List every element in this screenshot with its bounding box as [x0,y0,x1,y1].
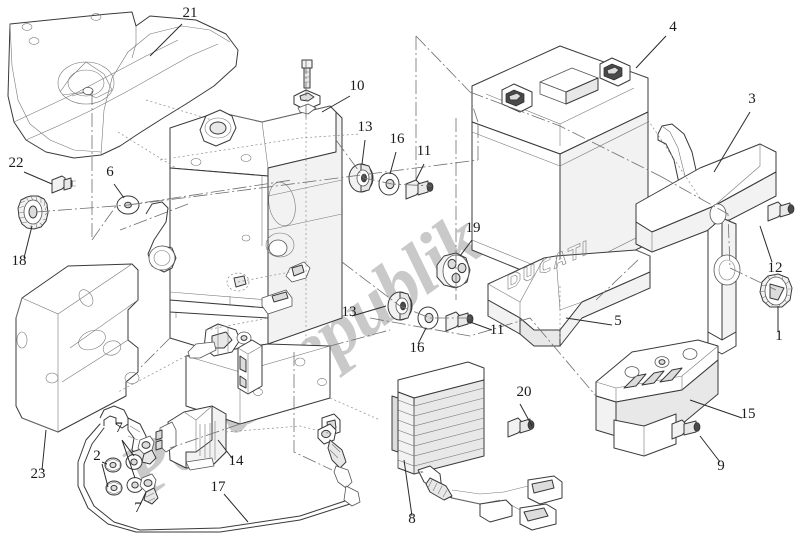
callout-screw-7[interactable]: 7 [134,500,142,516]
callout-rear-mudguard-21[interactable]: 21 [183,5,198,21]
callout-rubber-grommet-12[interactable]: 12 [768,260,783,276]
callout-ignition-coil-14[interactable]: 14 [229,453,245,469]
part-heat-shield-23 [15,263,140,433]
callout-battery-4[interactable]: 4 [669,19,677,35]
part-nuts-washers-2-7 [104,435,159,505]
part-battery-support-3 [635,123,777,355]
part-voltage-regulator-8 [391,361,563,531]
callout-washer-6[interactable]: 6 [106,164,114,180]
callout-knurled-bushing-18[interactable]: 18 [12,253,27,269]
callout-screw-11[interactable]: 11 [417,143,431,159]
callout-ducati-battery-holder-5[interactable]: 5 [614,313,622,329]
part-knurled-bushing-18 [17,195,49,230]
callout-screw-9[interactable]: 9 [717,458,725,474]
part-ground-cable-17 [77,423,351,533]
callout-rubber-mount-19[interactable]: 19 [466,220,481,236]
callout-ground-cable-17[interactable]: 17 [211,479,227,495]
assembly-lines [35,35,777,471]
part-rear-mudguard [7,11,239,159]
callout-cap-1[interactable]: 1 [775,328,783,344]
part-battery [471,45,649,287]
callout-washer-16[interactable]: 16 [390,131,406,147]
callout-fuse-box-15[interactable]: 15 [741,406,756,422]
callout-screw-22[interactable]: 22 [9,155,24,171]
part-washer-16-upper [378,172,400,196]
part-fuse-box-15 [595,339,719,457]
part-cable-terminal-right [317,423,361,507]
callout-battery-tray-10[interactable]: 10 [350,78,365,94]
callout-battery-strap-support-3[interactable]: 3 [748,91,756,107]
part-bolt-top [293,59,321,115]
callout-screw-11[interactable]: 11 [490,322,504,338]
callout-washer-16[interactable]: 16 [410,340,426,356]
part-knurled-cap-1 [759,273,793,308]
callout-heat-shield-23[interactable]: 23 [31,466,46,482]
part-screw-12 [767,201,795,222]
part-screw-11-lower [445,311,474,332]
callout-nut-and-washer-2[interactable]: 2 [93,448,101,464]
leader-lines [23,23,779,523]
callout-spacer-13[interactable]: 13 [358,119,373,135]
part-washer-16-lower [417,306,439,330]
part-screw-20 [507,417,535,438]
part-ignition-coil-14 [155,405,227,471]
callout-screw-7[interactable]: 7 [115,420,123,436]
ducati-emboss [507,240,587,290]
callout-regulator-8[interactable]: 8 [408,511,416,527]
callout-spacer-13[interactable]: 13 [342,304,357,320]
part-screw-9 [671,419,701,440]
part-screw-22 [51,175,76,194]
part-ducati-battery-holder-5 [487,240,651,347]
callout-screw-20[interactable]: 20 [517,384,532,400]
part-rubber-mount-19 [436,252,471,289]
